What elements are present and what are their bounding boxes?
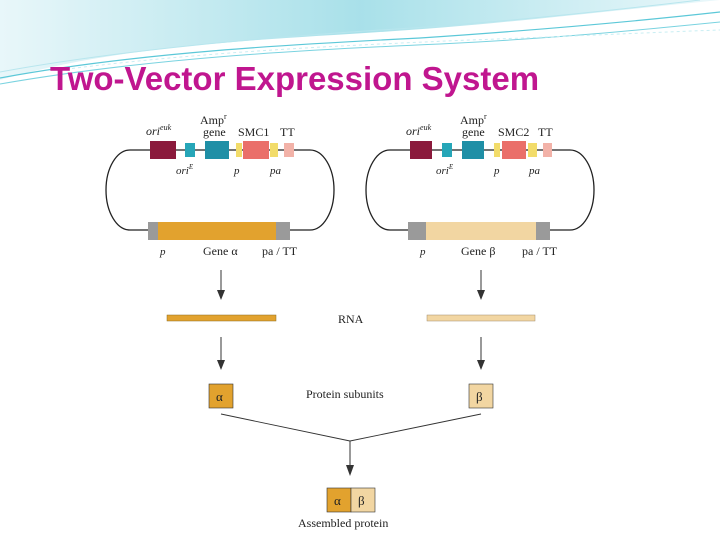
vector-2: orieuk Ampr gene SMC2 TT oriE p pa p Gen… — [365, 112, 595, 258]
header-wave-fill — [0, 0, 720, 80]
vector-2-p-bottom-label: p — [419, 246, 426, 258]
assembled-protein-label: Assembled protein — [298, 516, 388, 530]
vector-1-ori-e-block — [185, 143, 195, 157]
subunit-alpha: α — [208, 383, 234, 409]
subunit-alpha-symbol: α — [216, 389, 223, 404]
vector-1-gene-alpha-block — [158, 222, 276, 240]
rna-alpha-strand — [166, 314, 277, 322]
rna-label: RNA — [338, 312, 364, 326]
vector-1-tt-label: TT — [280, 125, 295, 139]
vector-1-pa-small-label: pa — [269, 165, 282, 177]
vector-1-ori-euk-block — [150, 141, 176, 159]
vector-1-left-flank — [148, 222, 158, 240]
vector-1-amp-gene-block — [205, 141, 229, 159]
vector-2-ori-e-label: oriE — [436, 163, 454, 177]
vector-2-p-small-label: p — [493, 165, 500, 177]
vector-1-plasmid-loop — [105, 149, 335, 231]
vector-1-pa-tt-label: pa / TT — [262, 244, 298, 258]
vector-2-gene-beta-block — [426, 222, 536, 240]
header-wave-line-1 — [0, 11, 720, 79]
protein-subunits-label: Protein subunits — [306, 387, 384, 401]
vector-2-promoter-block — [494, 143, 500, 157]
header-wave-line-4 — [59, 29, 720, 71]
subunit-beta: β — [468, 383, 494, 409]
vector-2-amp-gene-label: gene — [462, 125, 485, 139]
vector-1-p-small-label: p — [233, 165, 240, 177]
vector-2-pa-small-label: pa — [528, 165, 541, 177]
vector-1-p-bottom-label: p — [159, 246, 166, 258]
vector-1-ori-e-label: oriE — [176, 163, 194, 177]
vector-2-plasmid-loop — [365, 149, 595, 231]
vector-2-left-flank — [408, 222, 426, 240]
vector-1-right-flank — [276, 222, 290, 240]
vector-2-pa-tt-label: pa / TT — [522, 244, 558, 258]
vector-2-ori-euk-block — [410, 141, 432, 159]
vector-2-ori-euk-label: orieuk — [406, 123, 432, 138]
assembled-alpha-symbol: α — [334, 493, 341, 508]
vector-2-amp-label: Ampr — [460, 112, 487, 127]
vector-1-pa-block — [270, 143, 278, 157]
vector-1-tt-block — [284, 143, 294, 157]
vector-1-smc1-block — [243, 141, 269, 159]
vector-2-gene-label: Gene β — [461, 244, 495, 258]
vector-1-gene-label: Gene α — [203, 244, 238, 258]
vector-2-tt-label: TT — [538, 125, 553, 139]
arrow-rna-beta-to-subunit — [477, 337, 485, 370]
vector-2-smc-label: SMC2 — [498, 125, 529, 139]
vector-2-ori-e-block — [442, 143, 452, 157]
assembly-converging-lines — [220, 413, 482, 476]
vector-1-amp-gene-label: gene — [203, 125, 226, 139]
vector-2-tt-block — [543, 143, 552, 157]
vector-1-amp-label: Ampr — [200, 112, 227, 127]
arrow-vector-2-to-rna — [477, 270, 485, 300]
vector-2-smc2-block — [502, 141, 526, 159]
arrow-rna-alpha-to-subunit — [217, 337, 225, 370]
vector-2-pa-block — [528, 143, 537, 157]
header-wave-line-3 — [0, 0, 701, 73]
assembled-beta-symbol: β — [358, 493, 365, 508]
vector-1: orieuk Ampr gene SMC1 TT oriE p pa p Gen… — [105, 112, 335, 258]
assembled-protein: α β — [326, 487, 376, 513]
vector-1-ori-euk-label: orieuk — [146, 123, 172, 138]
header-wave-decoration — [0, 0, 720, 85]
subunit-beta-symbol: β — [476, 389, 483, 404]
vector-1-smc-label: SMC1 — [238, 125, 269, 139]
header-wave-line-2 — [0, 21, 720, 85]
vector-1-promoter-block — [236, 143, 242, 157]
vector-2-amp-gene-block — [462, 141, 484, 159]
rna-beta-strand — [426, 314, 536, 322]
slide-title: Two-Vector Expression System — [50, 60, 540, 97]
arrow-vector-1-to-rna — [217, 270, 225, 300]
vector-2-right-flank — [536, 222, 550, 240]
